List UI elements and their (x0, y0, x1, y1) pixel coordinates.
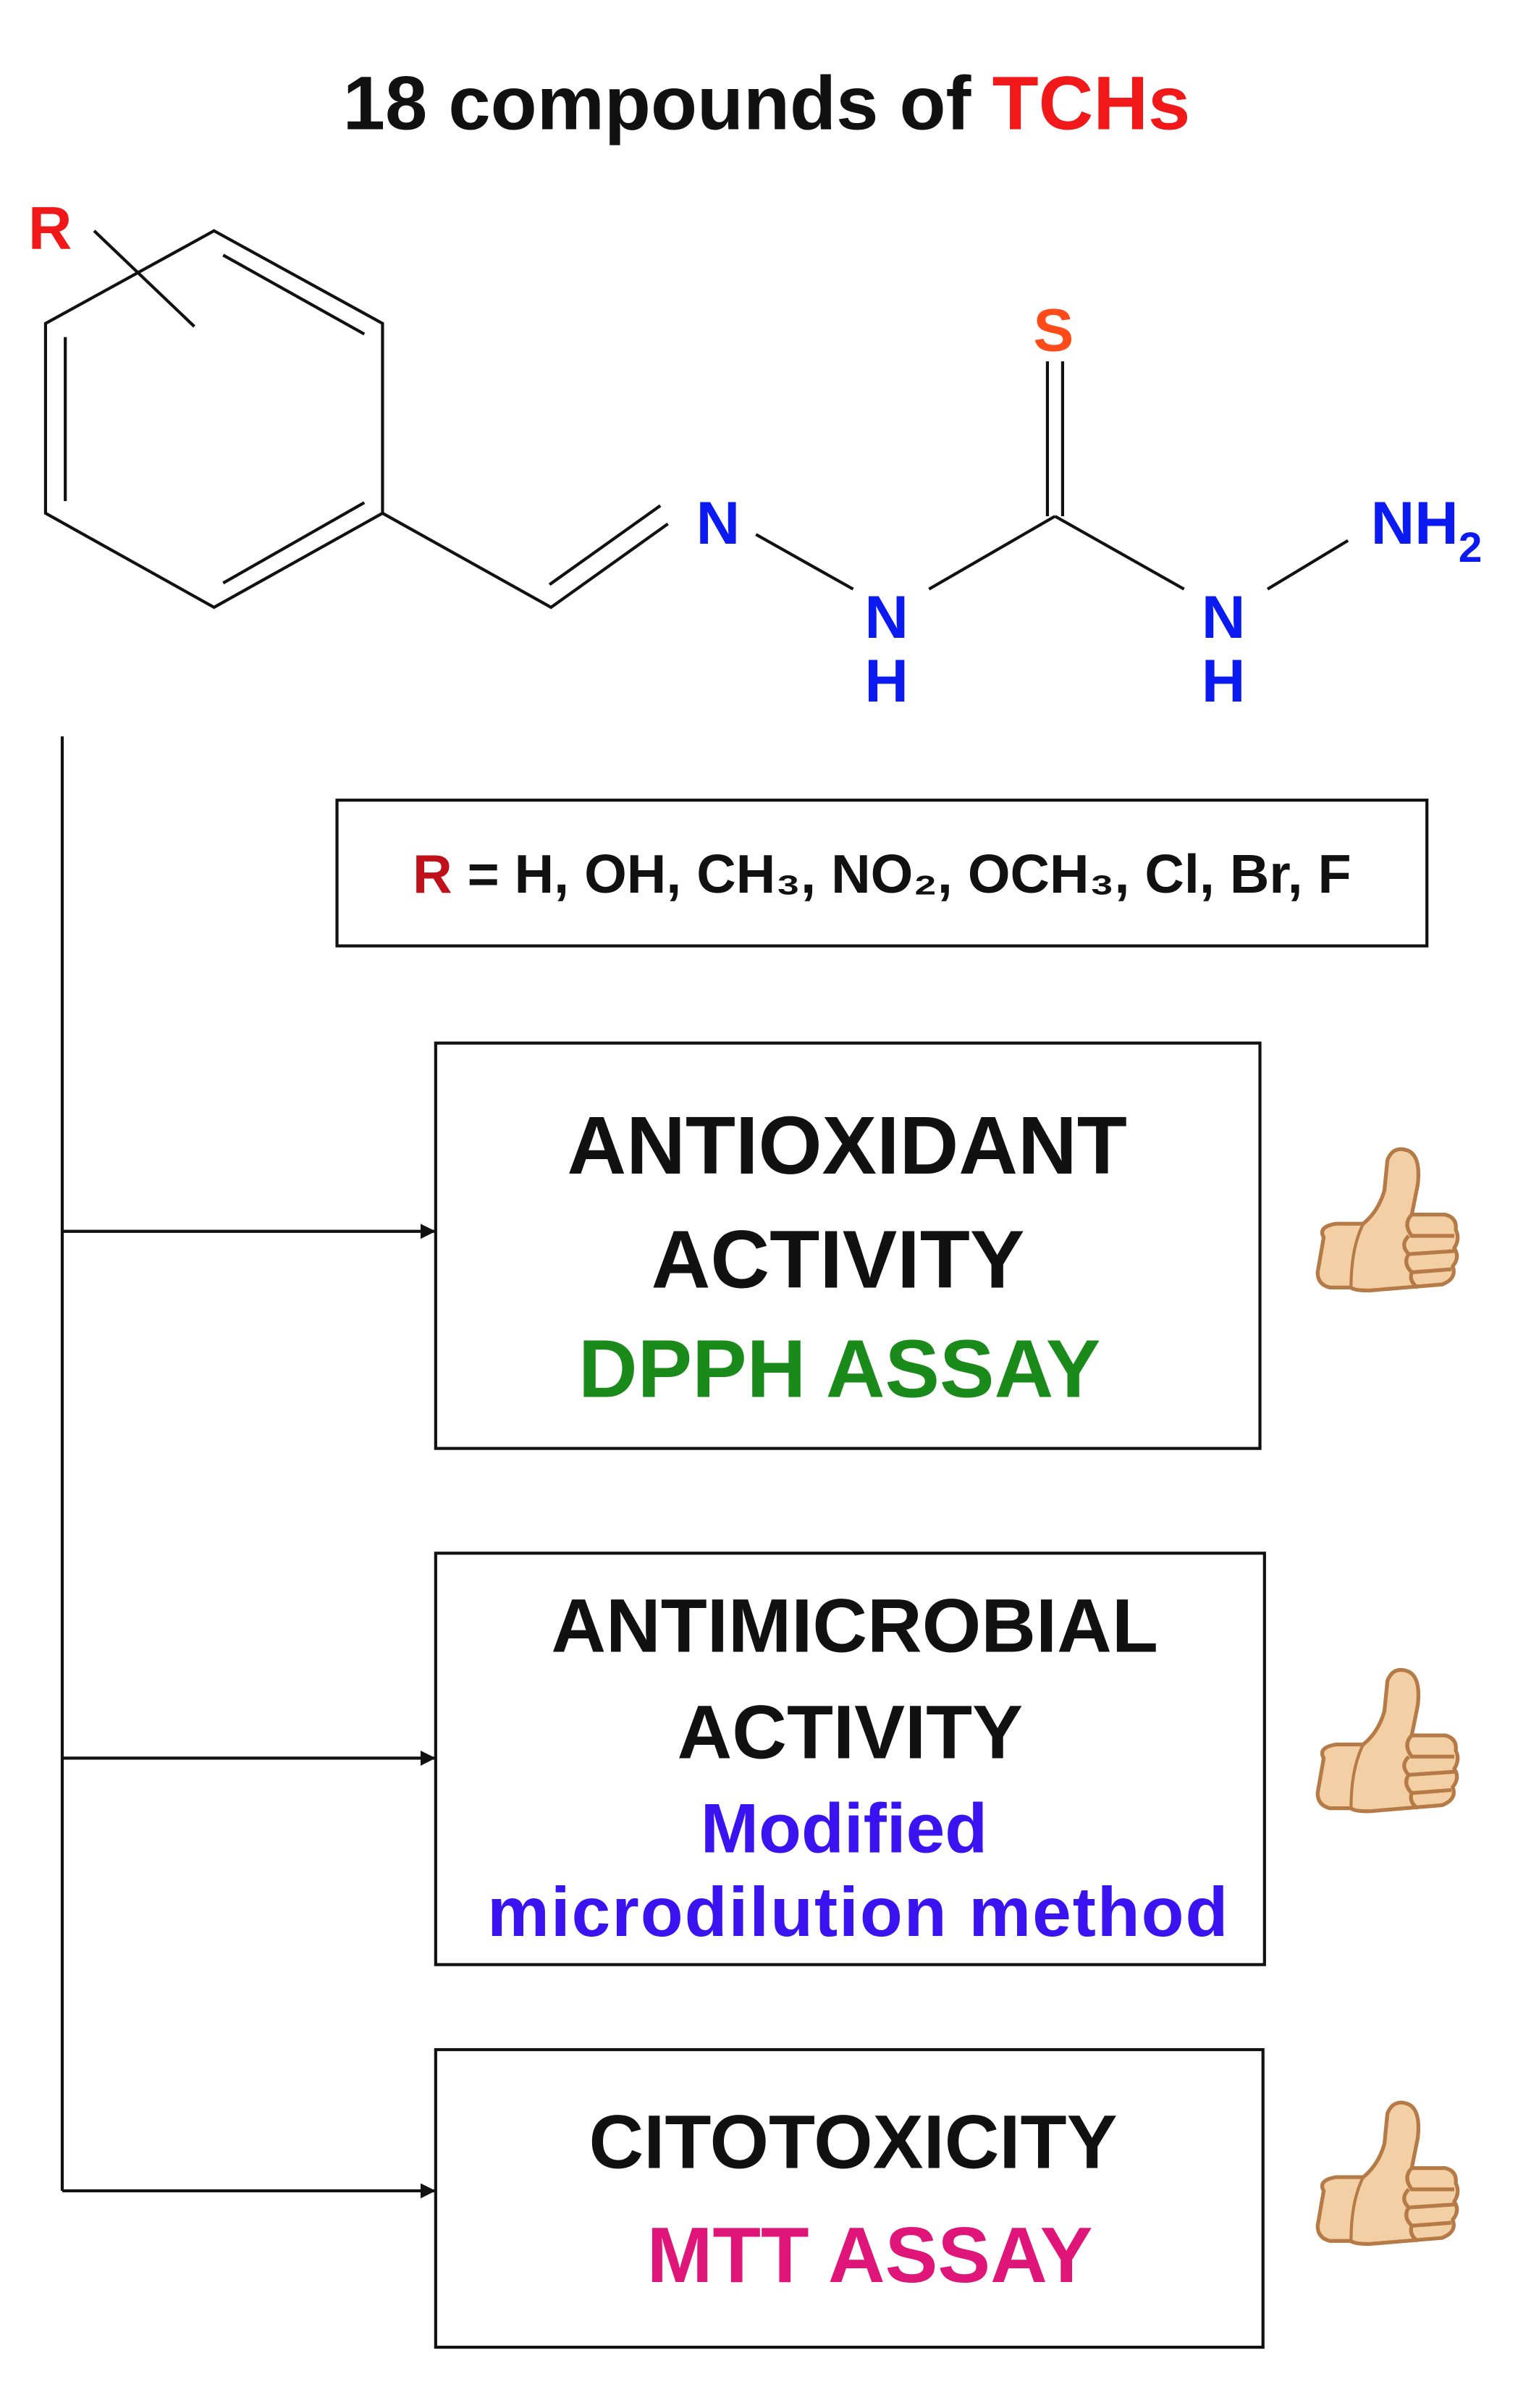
amine-group: NH2 (1371, 489, 1483, 571)
antimicrobial-activity-box: ANTIMICROBIAL ACTIVITY Modified microdil… (434, 1552, 1266, 1966)
nh-nitrogen-1: N (864, 583, 908, 651)
substituents-box: R = H, OH, CH₃, NO₂, OCH₃, Cl, Br, F (335, 799, 1429, 948)
flow-connectors (60, 736, 436, 2199)
mtt-assay-label: MTT ASSAY (647, 2211, 1093, 2299)
modified-label: Modified (701, 1790, 987, 1867)
substituents-text: R = H, OH, CH₃, NO₂, OCH₃, Cl, Br, F (413, 843, 1352, 904)
thumbs-up-icon (1317, 2102, 1458, 2244)
svg-text:ANTIOXIDANT: ANTIOXIDANT (567, 1099, 1127, 1191)
svg-text:ACTIVITY: ACTIVITY (652, 1213, 1025, 1305)
dpph-assay-label: DPPH ASSAY (578, 1322, 1101, 1414)
imine-nitrogen: N (696, 489, 741, 557)
svg-text:CITOTOXICITY: CITOTOXICITY (589, 2100, 1118, 2185)
substituent-r: R (28, 194, 72, 262)
thumbs-up-icon (1317, 1670, 1458, 1811)
nh-nitrogen-2: N (1202, 583, 1246, 651)
svg-text:ANTIMICROBIAL: ANTIMICROBIAL (551, 1584, 1158, 1669)
nh-hydrogen-1: H (864, 647, 908, 715)
sulfur-atom: S (1033, 295, 1074, 363)
title-highlight: TCHs (992, 61, 1191, 146)
antioxidant-activity-box: ANTIOXIDANT ACTIVITY DPPH ASSAY (434, 1041, 1262, 1450)
thumbs-up-icon (1317, 1149, 1458, 1290)
microdilution-method-label: microdilution method (487, 1874, 1228, 1951)
cytotoxicity-box: CITOTOXICITY MTT ASSAY (434, 2047, 1265, 2349)
svg-text:ACTIVITY: ACTIVITY (678, 1690, 1024, 1775)
nh-hydrogen-2: H (1202, 647, 1246, 715)
tch-structure: R S N N H N H NH2 (28, 194, 1482, 715)
title: 18 compounds of TCHs (343, 61, 1191, 146)
